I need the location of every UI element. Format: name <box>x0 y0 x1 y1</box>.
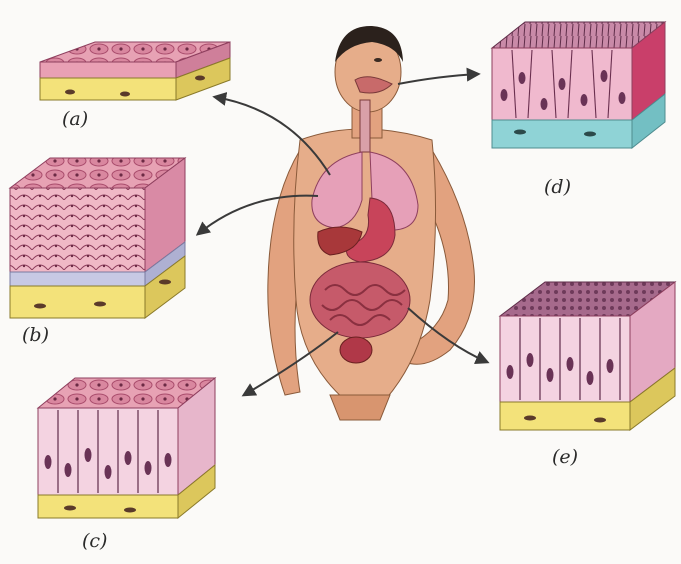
label-e: (e) <box>552 446 578 468</box>
label-b: (b) <box>22 324 49 346</box>
tissue-e-ciliated-columnar <box>500 282 675 430</box>
label-c: (c) <box>82 530 107 552</box>
tissue-d-pseudostratified-ciliated <box>492 22 665 148</box>
arrow-to-d <box>398 74 478 84</box>
tissue-b-stratified-squamous <box>10 158 185 318</box>
label-a: (a) <box>62 108 88 130</box>
label-d: (d) <box>544 176 571 198</box>
tissue-c-simple-columnar <box>38 378 215 518</box>
tissue-a-simple-squamous <box>40 42 230 100</box>
